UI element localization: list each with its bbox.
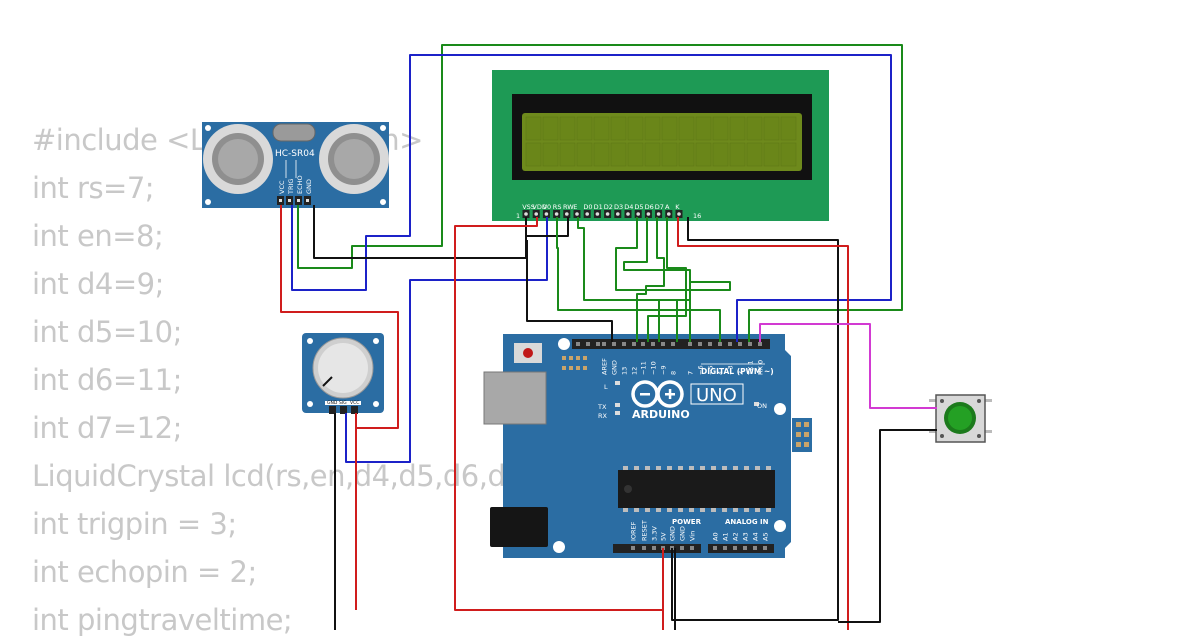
transducer-left-icon [203, 124, 273, 194]
code-background: #include <LiquidCrystal.h>int rs=7;int e… [32, 116, 544, 644]
svg-text:VSS: VSS [522, 203, 535, 211]
code-line: int d5=10; [32, 315, 182, 349]
svg-text:3.3V: 3.3V [651, 526, 659, 541]
svg-text:~6: ~6 [697, 365, 705, 375]
code-line: int rs=7; [32, 171, 155, 205]
code-line: int d4=9; [32, 267, 164, 301]
arduino-logo-icon [631, 380, 684, 408]
code-line: int d7=12; [32, 411, 182, 445]
svg-text:VCC: VCC [278, 180, 286, 194]
power-jack [490, 507, 548, 547]
svg-text:8: 8 [670, 371, 678, 375]
transducer-right-icon [319, 124, 389, 194]
svg-text:RX 0: RX 0 [757, 360, 765, 375]
svg-text:D7: D7 [655, 203, 664, 211]
svg-text:A: A [665, 203, 670, 211]
svg-text:RW: RW [563, 203, 574, 211]
svg-text:13: 13 [621, 367, 629, 375]
svg-text:IOREF: IOREF [630, 521, 638, 541]
svg-text:GND: GND [611, 360, 619, 375]
lcd-pin-first: 1 [516, 212, 520, 220]
svg-text:GND: GND [679, 526, 687, 541]
svg-text:A1: A1 [722, 532, 730, 541]
ultrasonic-sensor[interactable]: HC-SR04 VCC TRIG ECHO GND [202, 122, 389, 208]
svg-text:GND: GND [305, 179, 313, 194]
svg-text:D1: D1 [594, 203, 603, 211]
svg-text:TX 1: TX 1 [747, 360, 755, 376]
code-line: int d6=11; [32, 363, 182, 397]
svg-text:~5: ~5 [707, 365, 715, 375]
potentiometer[interactable]: GND SIG VCC [302, 333, 384, 414]
svg-text:K: K [675, 203, 680, 211]
svg-text:A5: A5 [762, 532, 770, 541]
svg-text:D2: D2 [604, 203, 613, 211]
svg-text:GND: GND [327, 400, 338, 406]
analog-pin-header [708, 544, 774, 553]
svg-text:7: 7 [687, 371, 695, 375]
svg-text:ECHO: ECHO [296, 175, 304, 194]
lcd-pin-last: 16 [693, 212, 701, 220]
rx-led-label: RX [598, 412, 608, 420]
svg-text:Vin: Vin [689, 531, 697, 541]
svg-text:D5: D5 [634, 203, 643, 211]
svg-text:~3: ~3 [727, 365, 735, 375]
usb-port [483, 371, 547, 425]
on-led-label: ON [757, 402, 767, 410]
atmega-chip [618, 470, 775, 508]
svg-text:5V: 5V [660, 532, 668, 541]
power-header-label: POWER [672, 518, 702, 526]
svg-text:~10: ~10 [650, 361, 658, 375]
tx-led-label: TX [597, 403, 607, 411]
svg-text:A0: A0 [712, 532, 720, 541]
svg-text:TRIG: TRIG [287, 179, 295, 195]
svg-text:E: E [573, 203, 577, 211]
svg-text:VCC: VCC [350, 400, 359, 406]
push-button[interactable] [929, 394, 992, 443]
svg-text:AREF: AREF [601, 358, 609, 375]
svg-text:D6: D6 [645, 203, 654, 211]
code-line: int echopin = 2; [32, 555, 257, 589]
svg-text:A4: A4 [752, 532, 760, 541]
arduino-model-label: UNO [696, 385, 737, 406]
sensor-title: HC-SR04 [275, 149, 315, 159]
sensor-pin-labels: VCC TRIG ECHO GND [278, 175, 313, 195]
svg-text:A3: A3 [742, 532, 750, 541]
svg-text:VDD: VDD [532, 203, 546, 211]
wires [280, 44, 937, 630]
svg-text:A2: A2 [732, 532, 740, 541]
code-line: LiquidCrystal lcd(rs,en,d4,d5,d6,d7); [32, 459, 544, 493]
svg-text:V0: V0 [543, 203, 552, 211]
l-led-label: L [604, 383, 608, 391]
svg-text:D0: D0 [583, 203, 592, 211]
svg-text:~9: ~9 [660, 365, 668, 375]
code-line: int en=8; [32, 219, 164, 253]
svg-text:D4: D4 [624, 203, 633, 211]
digital-pin-header [572, 339, 770, 349]
power-pin-header [613, 544, 701, 553]
analog-header-label: ANALOG IN [725, 518, 769, 526]
svg-text:RS: RS [553, 203, 562, 211]
svg-text:D3: D3 [614, 203, 623, 211]
lcd-pin-header [522, 210, 683, 218]
svg-text:GND: GND [669, 526, 677, 541]
arduino-uno-board[interactable]: L TX RX ON ARDUINO UNO DIGITAL (PWM ~) P… [483, 334, 812, 558]
svg-text:~11: ~11 [640, 361, 648, 375]
svg-text:12: 12 [631, 367, 639, 375]
digital-pwm-label: DIGITAL (PWM ~) [701, 367, 774, 376]
svg-text:4: 4 [717, 371, 725, 375]
arduino-brand-label: ARDUINO [632, 408, 690, 421]
pot-knob-indicator [322, 376, 333, 387]
svg-text:2: 2 [737, 371, 745, 375]
pot-pin-labels: GND SIG VCC [327, 400, 359, 406]
code-line: int trigpin = 3; [32, 507, 237, 541]
svg-text:SIG: SIG [339, 400, 347, 406]
svg-text:RESET: RESET [641, 520, 649, 541]
lcd-character-cells [525, 116, 797, 167]
